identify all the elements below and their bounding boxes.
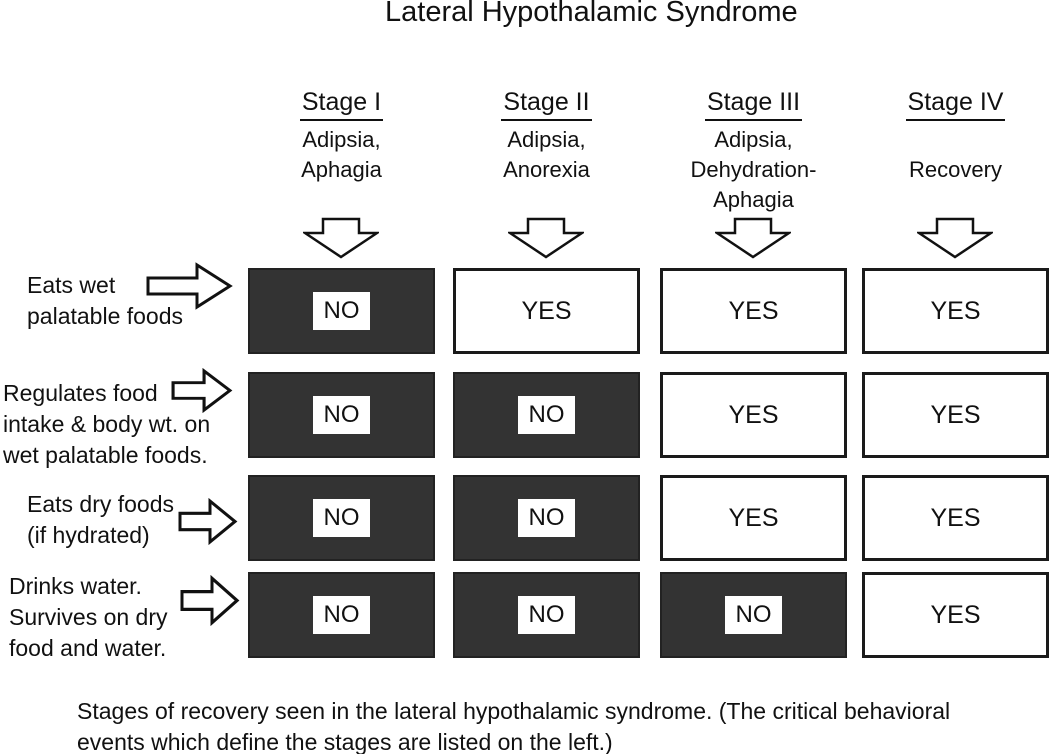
cell-r3c4: YES <box>862 475 1049 561</box>
cell-r1c3: YES <box>660 268 847 354</box>
row-label-1: Eats wet palatable foods <box>27 270 183 332</box>
cell-r2c1: NO <box>248 372 435 458</box>
stage-subtitle: Adipsia, Aphagia <box>248 125 435 185</box>
down-arrow-icon <box>715 217 791 259</box>
caption-line: Stages of recovery seen in the lateral h… <box>77 698 951 724</box>
stage-header-4: Stage IV Recovery <box>862 86 1049 185</box>
stage-subtitle-line: Anorexia <box>503 157 590 182</box>
cell-r4c2: NO <box>453 572 640 658</box>
cell-value: NO <box>313 499 370 537</box>
cell-value: YES <box>930 600 981 629</box>
cell-r1c2: YES <box>453 268 640 354</box>
row-label-line: food and water. <box>9 635 167 661</box>
stage-header-1: Stage I Adipsia, Aphagia <box>248 86 435 185</box>
cell-value: NO <box>518 396 575 434</box>
right-arrow-icon <box>180 575 240 626</box>
stage-subtitle-line: Adipsia, <box>714 127 793 152</box>
cell-value: NO <box>313 596 370 634</box>
row-label-3: Eats dry foods (if hydrated) <box>27 489 174 551</box>
cell-value: NO <box>518 499 575 537</box>
cell-value: YES <box>930 503 981 532</box>
row-label-line: (if hydrated) <box>27 522 150 548</box>
stage-subtitle: Adipsia, Dehydration- Aphagia <box>660 125 847 215</box>
stage-subtitle-line <box>862 125 1049 155</box>
cell-r3c2: NO <box>453 475 640 561</box>
down-arrow-icon <box>508 217 584 259</box>
right-arrow-icon <box>146 262 233 310</box>
stage-subtitle-line: Aphagia <box>301 157 382 182</box>
cell-value: NO <box>518 596 575 634</box>
cell-value: YES <box>728 400 779 429</box>
right-arrow-icon <box>178 498 238 545</box>
cell-r3c3: YES <box>660 475 847 561</box>
row-label-line: Eats dry foods <box>27 491 175 517</box>
cell-r4c4: YES <box>862 572 1049 658</box>
stage-name: Stage IV <box>905 86 1006 121</box>
cell-value: YES <box>728 296 779 325</box>
cell-r4c3: NO <box>660 572 847 658</box>
cell-value: YES <box>930 296 981 325</box>
cell-r4c1: NO <box>248 572 435 658</box>
stage-name: Stage II <box>501 86 592 121</box>
down-arrow-icon <box>917 217 993 259</box>
figure-caption: Stages of recovery seen in the lateral h… <box>77 696 950 754</box>
cell-value: YES <box>930 400 981 429</box>
stage-subtitle: Recovery <box>862 125 1049 185</box>
cell-r2c2: NO <box>453 372 640 458</box>
cell-value: NO <box>313 292 370 330</box>
cell-value: YES <box>521 296 572 325</box>
stage-subtitle-line: Aphagia <box>713 187 794 212</box>
cell-value: YES <box>728 503 779 532</box>
cell-value: NO <box>725 596 782 634</box>
row-label-line: Eats wet <box>27 272 116 298</box>
row-label-line: Survives on dry <box>9 604 168 630</box>
cell-value: NO <box>313 396 370 434</box>
row-label-4: Drinks water. Survives on dry food and w… <box>9 571 168 664</box>
stage-header-3: Stage III Adipsia, Dehydration- Aphagia <box>660 86 847 215</box>
row-label-line: palatable foods <box>27 303 184 329</box>
right-arrow-icon <box>171 368 233 413</box>
stage-name: Stage III <box>704 86 803 121</box>
stage-subtitle-line: Dehydration- <box>690 157 817 182</box>
row-label-2: Regulates food intake & body wt. on wet … <box>3 378 210 471</box>
stage-subtitle-line: Recovery <box>909 157 1002 182</box>
figure-title: Lateral Hypothalamic Syndrome <box>385 0 798 28</box>
down-arrow-icon <box>303 217 379 259</box>
cell-r2c3: YES <box>660 372 847 458</box>
cell-r1c4: YES <box>862 268 1049 354</box>
stage-subtitle-line: Adipsia, <box>507 127 586 152</box>
cell-r1c1: NO <box>248 268 435 354</box>
stage-subtitle: Adipsia, Anorexia <box>453 125 640 185</box>
cell-r3c1: NO <box>248 475 435 561</box>
row-label-line: intake & body wt. on <box>3 411 211 437</box>
row-label-line: Regulates food <box>3 380 158 406</box>
stage-header-2: Stage II Adipsia, Anorexia <box>453 86 640 185</box>
row-label-line: wet palatable foods. <box>3 442 208 468</box>
caption-line: events which define the stages are liste… <box>77 729 613 754</box>
stage-subtitle-line: Adipsia, <box>302 127 381 152</box>
row-label-line: Drinks water. <box>9 573 142 599</box>
cell-r2c4: YES <box>862 372 1049 458</box>
stage-name: Stage I <box>299 86 384 121</box>
